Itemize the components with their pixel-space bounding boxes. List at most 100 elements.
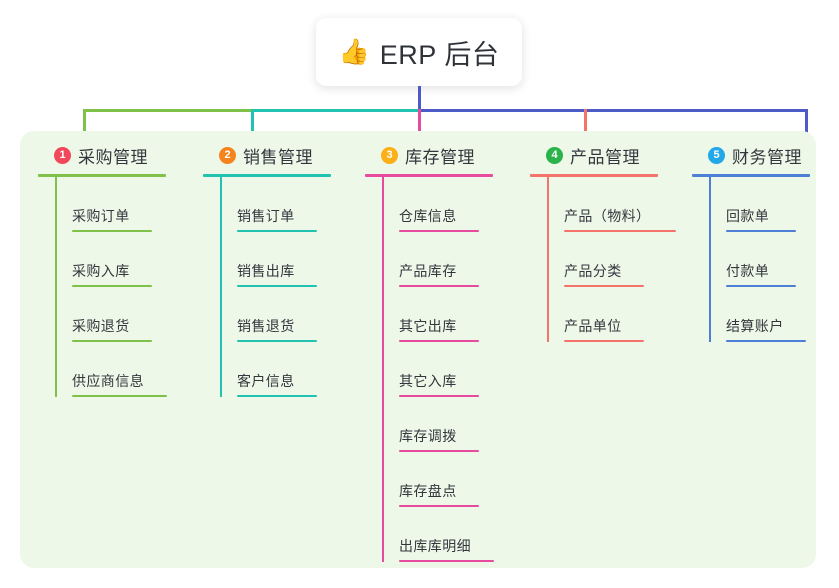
branch-item-rule (564, 230, 676, 232)
branch-item-label: 回款单 (726, 208, 770, 224)
branch-item-label: 采购入库 (72, 263, 130, 279)
branch-item-rule (237, 340, 317, 342)
branch-column-5: 5 财务管理回款单付款单结算账户 (692, 143, 810, 342)
branch-item-rule (72, 395, 167, 397)
branch-trunk-line (547, 177, 549, 342)
branch-item-list: 回款单付款单结算账户 (692, 177, 810, 342)
branch-item-label: 供应商信息 (72, 373, 144, 389)
branch-item[interactable]: 仓库信息 (382, 177, 493, 232)
branch-item-label: 库存盘点 (399, 483, 457, 499)
branch-item-rule (726, 340, 806, 342)
branch-item[interactable]: 采购订单 (55, 177, 166, 232)
branch-item-rule (399, 560, 494, 562)
branch-item[interactable]: 采购退货 (55, 287, 166, 342)
branch-header-rule (203, 174, 331, 177)
bus-segment (83, 109, 253, 112)
branch-item[interactable]: 结算账户 (709, 287, 810, 342)
branch-header[interactable]: 5 财务管理 (692, 143, 810, 167)
branch-item-label: 付款单 (726, 263, 770, 279)
branch-item[interactable]: 其它出库 (382, 287, 493, 342)
branch-item[interactable]: 客户信息 (220, 342, 331, 397)
branch-item[interactable]: 产品单位 (547, 287, 658, 342)
branch-item-label: 库存调拨 (399, 428, 457, 444)
branch-item[interactable]: 销售退货 (220, 287, 331, 342)
branch-item[interactable]: 采购入库 (55, 232, 166, 287)
branch-title: 财务管理 (732, 147, 802, 167)
branch-trunk-line (382, 177, 384, 562)
branch-item-rule (399, 230, 479, 232)
branch-item-rule (399, 395, 479, 397)
branch-header-rule (365, 174, 493, 177)
branch-index-badge: 5 (708, 146, 725, 164)
branch-item-label: 销售订单 (237, 208, 295, 224)
branch-title: 采购管理 (78, 147, 148, 167)
branch-item-label: 产品分类 (564, 263, 622, 279)
branch-item-rule (564, 285, 644, 287)
branch-item[interactable]: 产品分类 (547, 232, 658, 287)
branch-item-rule (726, 285, 796, 287)
branch-header-rule (530, 174, 658, 177)
thumbs-up-emoji: 👍 (338, 37, 370, 66)
branch-trunk-line (55, 177, 57, 397)
branch-item-list: 采购订单采购入库采购退货供应商信息 (38, 177, 167, 397)
branch-item-rule (564, 340, 644, 342)
branch-item-rule (72, 340, 152, 342)
branch-item-label: 产品库存 (399, 263, 457, 279)
branch-item-label: 销售退货 (237, 318, 295, 334)
branch-item-label: 采购退货 (72, 318, 130, 334)
branch-item[interactable]: 销售订单 (220, 177, 331, 232)
branch-item-rule (237, 285, 317, 287)
branch-column-4: 4 产品管理产品（物料） 产品分类产品单位 (530, 143, 676, 342)
branch-item-rule (237, 395, 317, 397)
branch-item[interactable]: 库存盘点 (382, 452, 493, 507)
branch-item[interactable]: 产品（物料） (547, 177, 676, 232)
bus-segment (419, 109, 585, 112)
root-title: ERP 后台 (379, 39, 500, 70)
branch-item-rule (72, 230, 152, 232)
root-node[interactable]: 👍 ERP 后台 (316, 18, 522, 86)
branch-header-rule (692, 174, 810, 177)
branch-column-3: 3 库存管理仓库信息产品库存其它出库其它入库库存调拨库存盘点出库库明细 (365, 143, 494, 562)
branch-item[interactable]: 库存调拨 (382, 397, 493, 452)
branch-item-list: 销售订单销售出库销售退货客户信息 (203, 177, 331, 397)
root-stem-line (418, 86, 421, 110)
bus-segment (253, 109, 419, 112)
branch-item-label: 其它入库 (399, 373, 457, 389)
branch-item-label: 产品单位 (564, 318, 622, 334)
branch-item-rule (399, 285, 479, 287)
branch-item-label: 销售出库 (237, 263, 295, 279)
branch-item-label: 客户信息 (237, 373, 295, 389)
branch-item-label: 结算账户 (726, 318, 784, 334)
branch-item[interactable]: 出库库明细 (382, 507, 494, 562)
branch-header-rule (38, 174, 166, 177)
branch-item[interactable]: 供应商信息 (55, 342, 167, 397)
branch-board (20, 131, 816, 568)
branch-item[interactable]: 产品库存 (382, 232, 493, 287)
branch-trunk-line (709, 177, 711, 342)
branch-index-badge: 2 (219, 146, 236, 164)
branch-trunk-line (220, 177, 222, 397)
branch-column-2: 2 销售管理销售订单销售出库销售退货客户信息 (203, 143, 331, 397)
branch-item-label: 出库库明细 (399, 538, 471, 554)
branch-title: 库存管理 (405, 147, 475, 167)
branch-item-label: 采购订单 (72, 208, 130, 224)
branch-item[interactable]: 付款单 (709, 232, 810, 287)
branch-header[interactable]: 2 销售管理 (203, 143, 331, 167)
branch-item[interactable]: 其它入库 (382, 342, 493, 397)
branch-index-badge: 3 (381, 146, 398, 164)
branch-title: 销售管理 (243, 147, 313, 167)
branch-index-badge: 4 (546, 146, 563, 164)
branch-title: 产品管理 (570, 147, 640, 167)
branch-header[interactable]: 3 库存管理 (365, 143, 493, 167)
branch-item[interactable]: 销售出库 (220, 232, 331, 287)
branch-item[interactable]: 回款单 (709, 177, 810, 232)
branch-item-label: 其它出库 (399, 318, 457, 334)
branch-item-list: 产品（物料） 产品分类产品单位 (530, 177, 676, 342)
branch-header[interactable]: 4 产品管理 (530, 143, 658, 167)
branch-item-label: 产品（物料） (564, 208, 651, 224)
branch-item-rule (237, 230, 317, 232)
branch-item-rule (399, 340, 479, 342)
